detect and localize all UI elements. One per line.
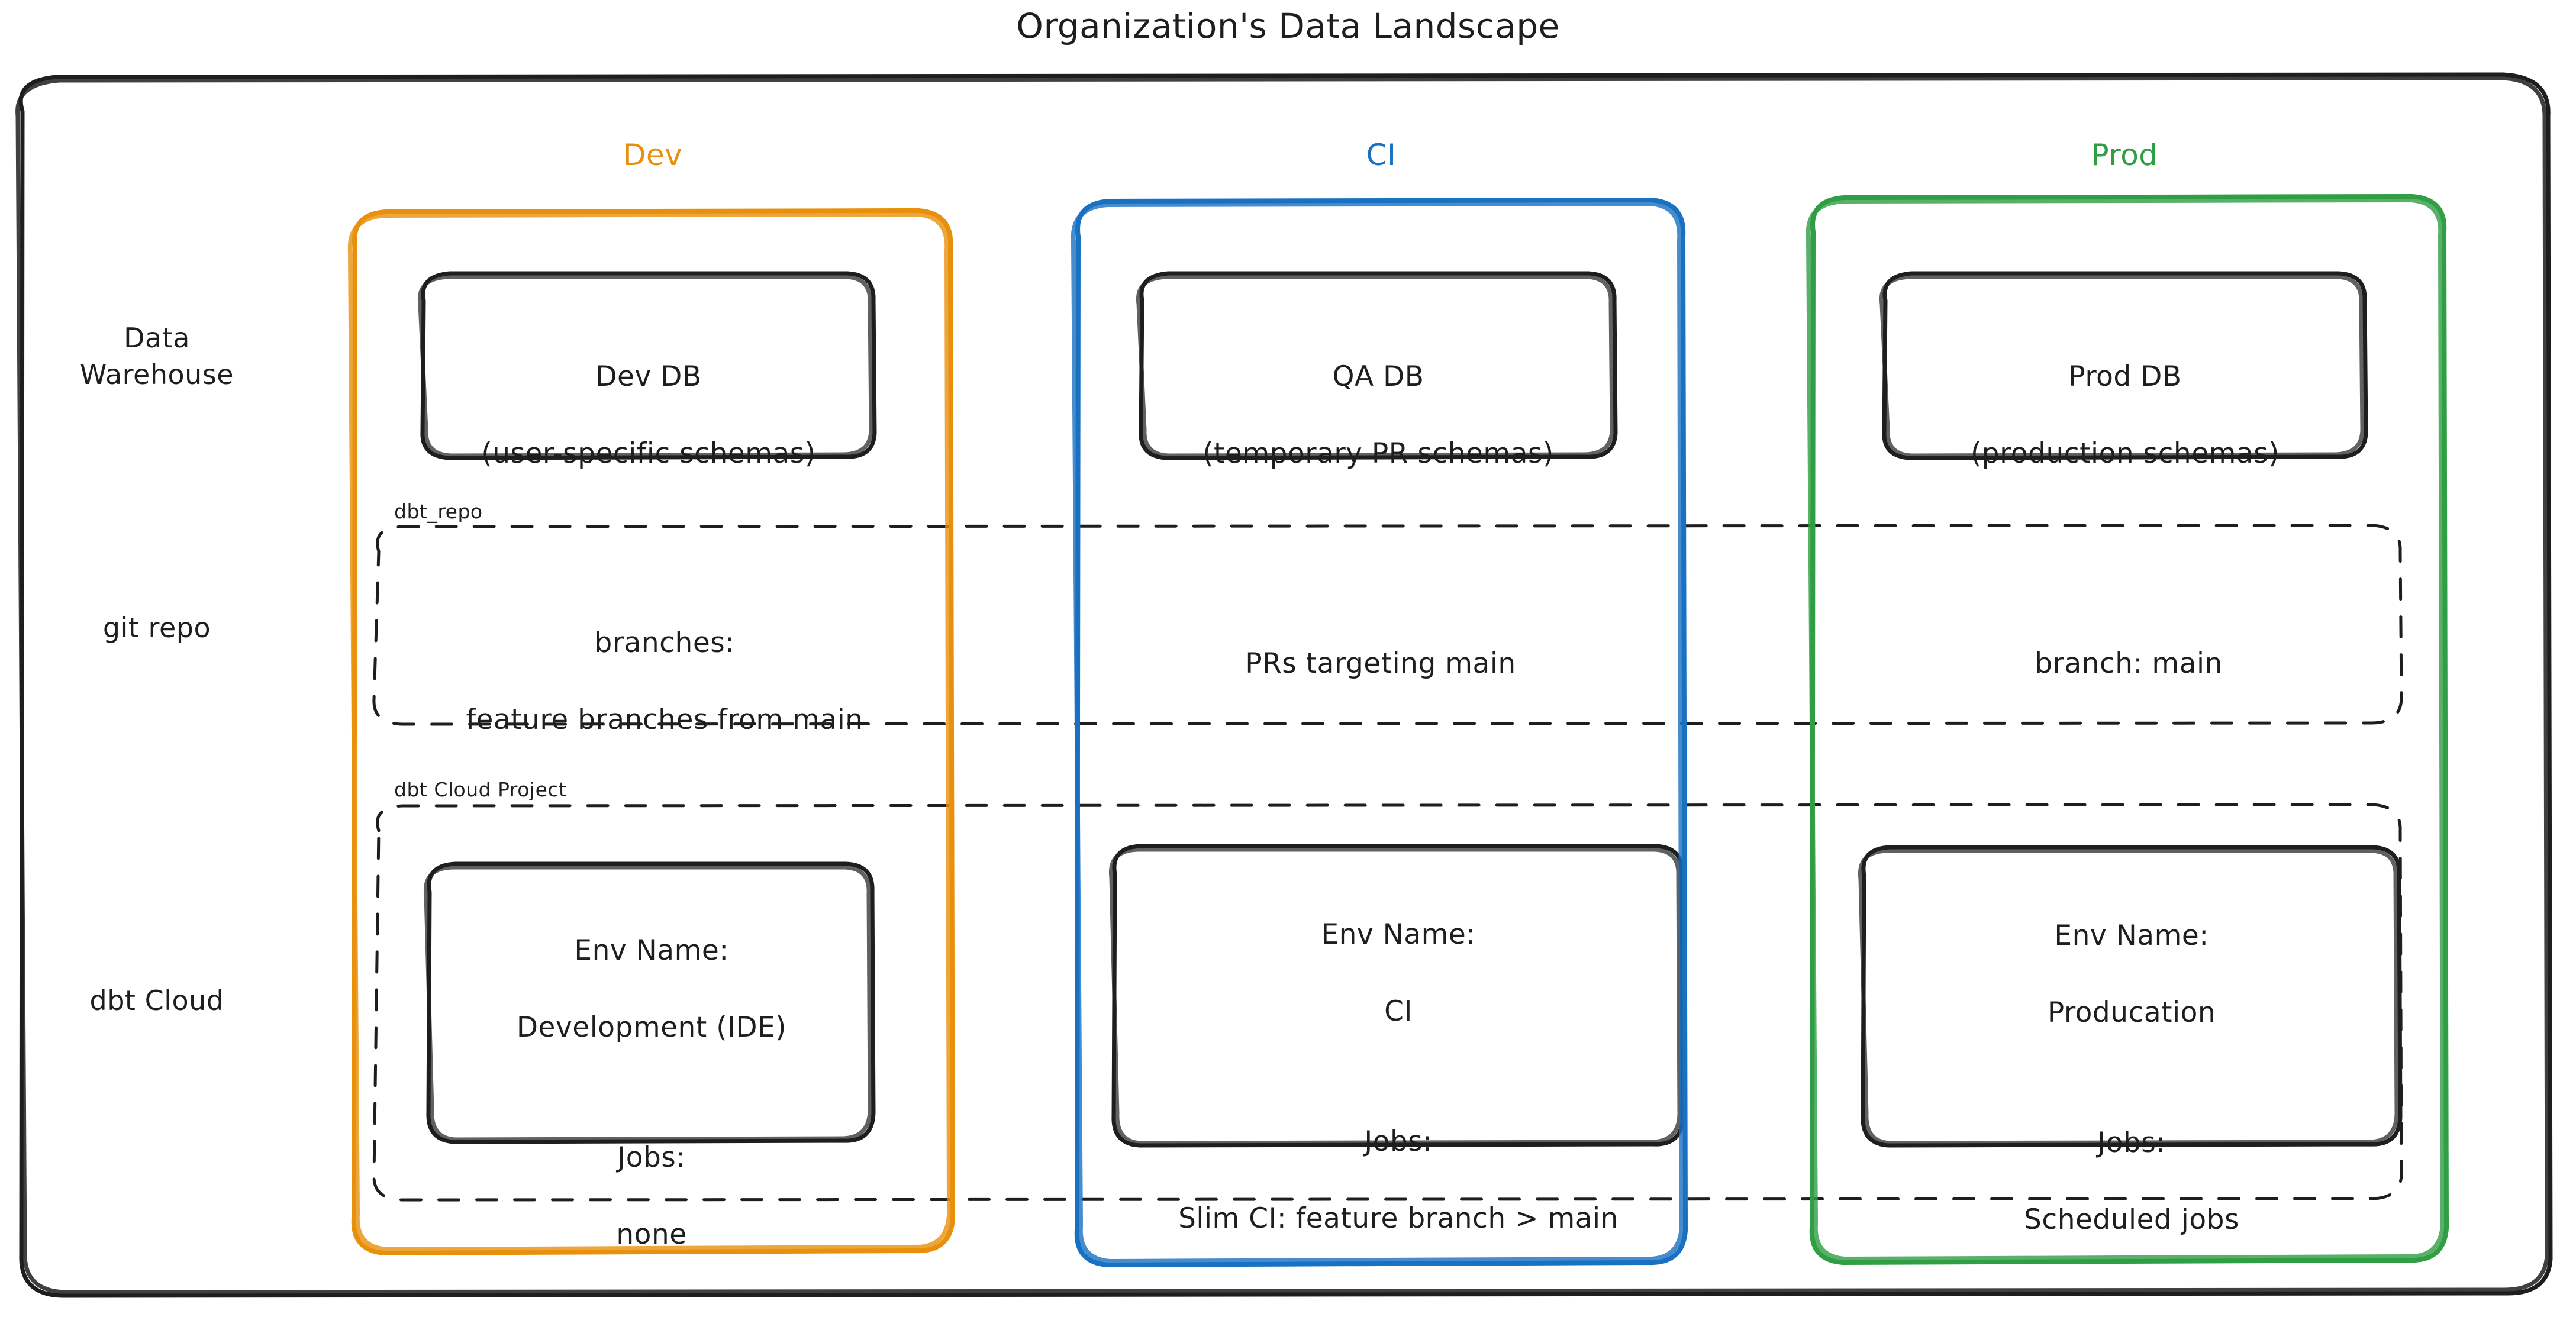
group-label-dbt-repo: dbt_repo xyxy=(394,500,483,523)
prod-git-text: branch: main xyxy=(1813,606,2444,722)
row-caption-data-warehouse-line2: Warehouse xyxy=(79,359,234,391)
prod-git-line1: branch: main xyxy=(2035,647,2223,680)
dev-db-text: Dev DB (user-specific schemas) xyxy=(424,319,873,511)
column-caption-prod: Prod xyxy=(2091,138,2158,172)
row-caption-git-repo-line1: git repo xyxy=(102,612,211,644)
group-label-dbt-cloud-project: dbt Cloud Project xyxy=(394,778,567,801)
ci-env-label: Env Name: xyxy=(1321,918,1476,951)
qa-db-title: QA DB xyxy=(1332,360,1424,393)
dev-git-line1: branches: xyxy=(594,626,735,659)
ci-git-text: PRs targeting main xyxy=(1078,606,1683,722)
dev-jobs-value: none xyxy=(616,1218,687,1251)
ci-git-line1: PRs targeting main xyxy=(1245,647,1516,680)
dev-env-text: Env Name: Development (IDE) Jobs: none xyxy=(430,893,873,1292)
ci-env-value: CI xyxy=(1384,995,1413,1028)
row-caption-dbt-cloud-line1: dbt Cloud xyxy=(89,984,224,1016)
dev-env-spacer xyxy=(430,1085,873,1100)
dev-git-line2: feature branches from main xyxy=(466,703,863,736)
dev-env-value: Development (IDE) xyxy=(516,1011,787,1044)
prod-env-text: Env Name: Producation Jobs: Scheduled jo… xyxy=(1864,879,2399,1277)
dev-git-text: branches: feature branches from main xyxy=(379,586,950,777)
row-caption-dbt-cloud: dbt Cloud xyxy=(33,982,281,1019)
ci-jobs-label: Jobs: xyxy=(1364,1125,1433,1158)
prod-env-spacer xyxy=(1864,1070,2399,1086)
page-title: Organization's Data Landscape xyxy=(1016,6,1560,46)
qa-db-text: QA DB (temporary PR schemas) xyxy=(1140,319,1617,511)
prod-db-title: Prod DB xyxy=(2068,360,2182,393)
ci-jobs-value: Slim CI: feature branch > main xyxy=(1178,1202,1619,1235)
column-caption-ci: CI xyxy=(1366,138,1397,172)
dev-jobs-label: Jobs: xyxy=(617,1141,686,1174)
row-caption-data-warehouse: Data Warehouse xyxy=(33,319,281,393)
prod-db-text: Prod DB (production schemas) xyxy=(1884,319,2366,511)
qa-db-subtitle: (temporary PR schemas) xyxy=(1202,437,1554,470)
dev-db-title: Dev DB xyxy=(595,360,702,393)
dev-db-subtitle: (user-specific schemas) xyxy=(481,437,816,470)
row-caption-git-repo: git repo xyxy=(33,609,281,646)
ci-env-text: Env Name: CI Jobs: Slim CI: feature bran… xyxy=(1115,877,1682,1276)
row-caption-data-warehouse-line1: Data xyxy=(124,322,190,354)
dev-env-label: Env Name: xyxy=(574,934,729,967)
prod-db-subtitle: (production schemas) xyxy=(1970,437,2280,470)
ci-env-spacer xyxy=(1115,1069,1682,1084)
prod-jobs-value: Scheduled jobs xyxy=(2024,1203,2239,1236)
prod-jobs-label: Jobs: xyxy=(2097,1126,2166,1159)
prod-env-value: Producation xyxy=(2047,996,2216,1029)
column-caption-dev: Dev xyxy=(623,138,683,172)
prod-env-label: Env Name: xyxy=(2054,919,2209,952)
